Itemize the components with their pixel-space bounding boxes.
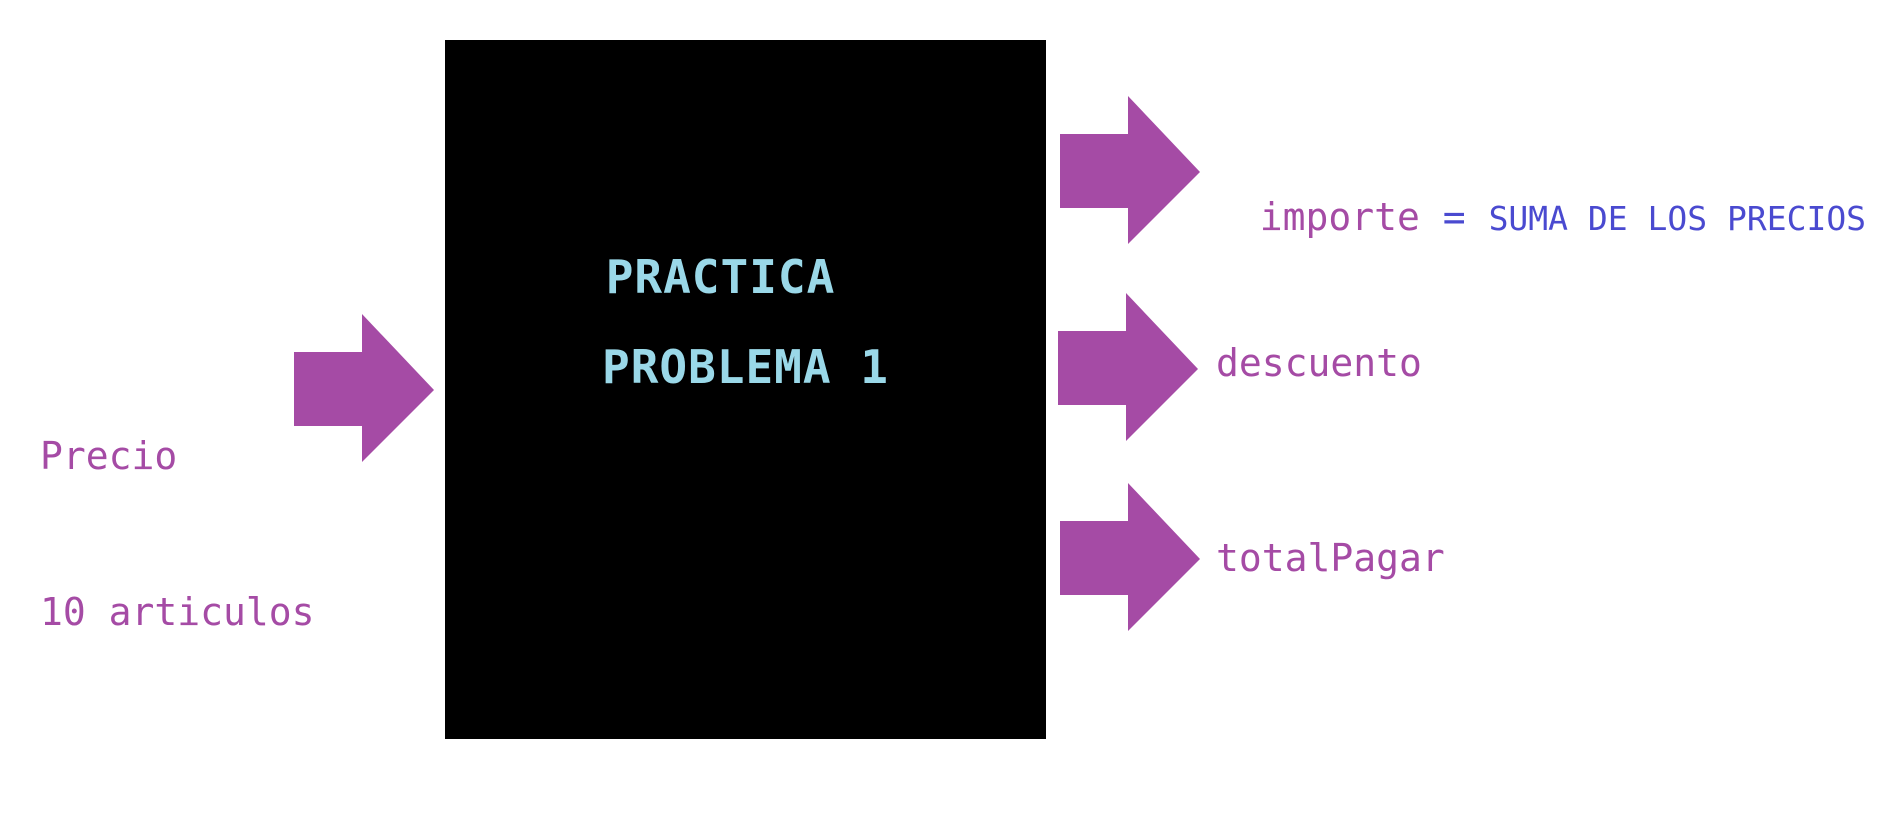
input-label: Precio 10 articulos [40,326,315,690]
input-arrow-shape [294,314,434,462]
process-box: PRACTICA PROBLEMA 1 [445,40,1046,739]
input-label-line-1: Precio [40,434,178,478]
output-label-total: totalPagar [1216,536,1445,580]
output-importe-equals: = [1419,195,1489,239]
output-importe-desc: SUMA DE LOS PRECIOS [1488,199,1867,238]
output-arrow-total [1060,483,1200,631]
output-arrow-importe [1060,96,1200,244]
output-label-descuento: descuento [1216,341,1422,385]
process-title-line-1: PRACTICA [605,250,836,304]
process-title-line-2: PROBLEMA 1 [602,340,889,394]
output-arrow-importe-shape [1060,96,1200,244]
output-label-importe: importe = SUMA DE LOS PRECIOS [1214,148,1866,242]
output-arrow-total-shape [1060,483,1200,631]
input-label-line-2: 10 articulos [40,590,315,634]
input-arrow [294,314,434,462]
output-arrow-descuento-shape [1058,293,1198,441]
output-arrow-descuento [1058,293,1198,441]
output-importe-name: importe [1259,195,1420,239]
